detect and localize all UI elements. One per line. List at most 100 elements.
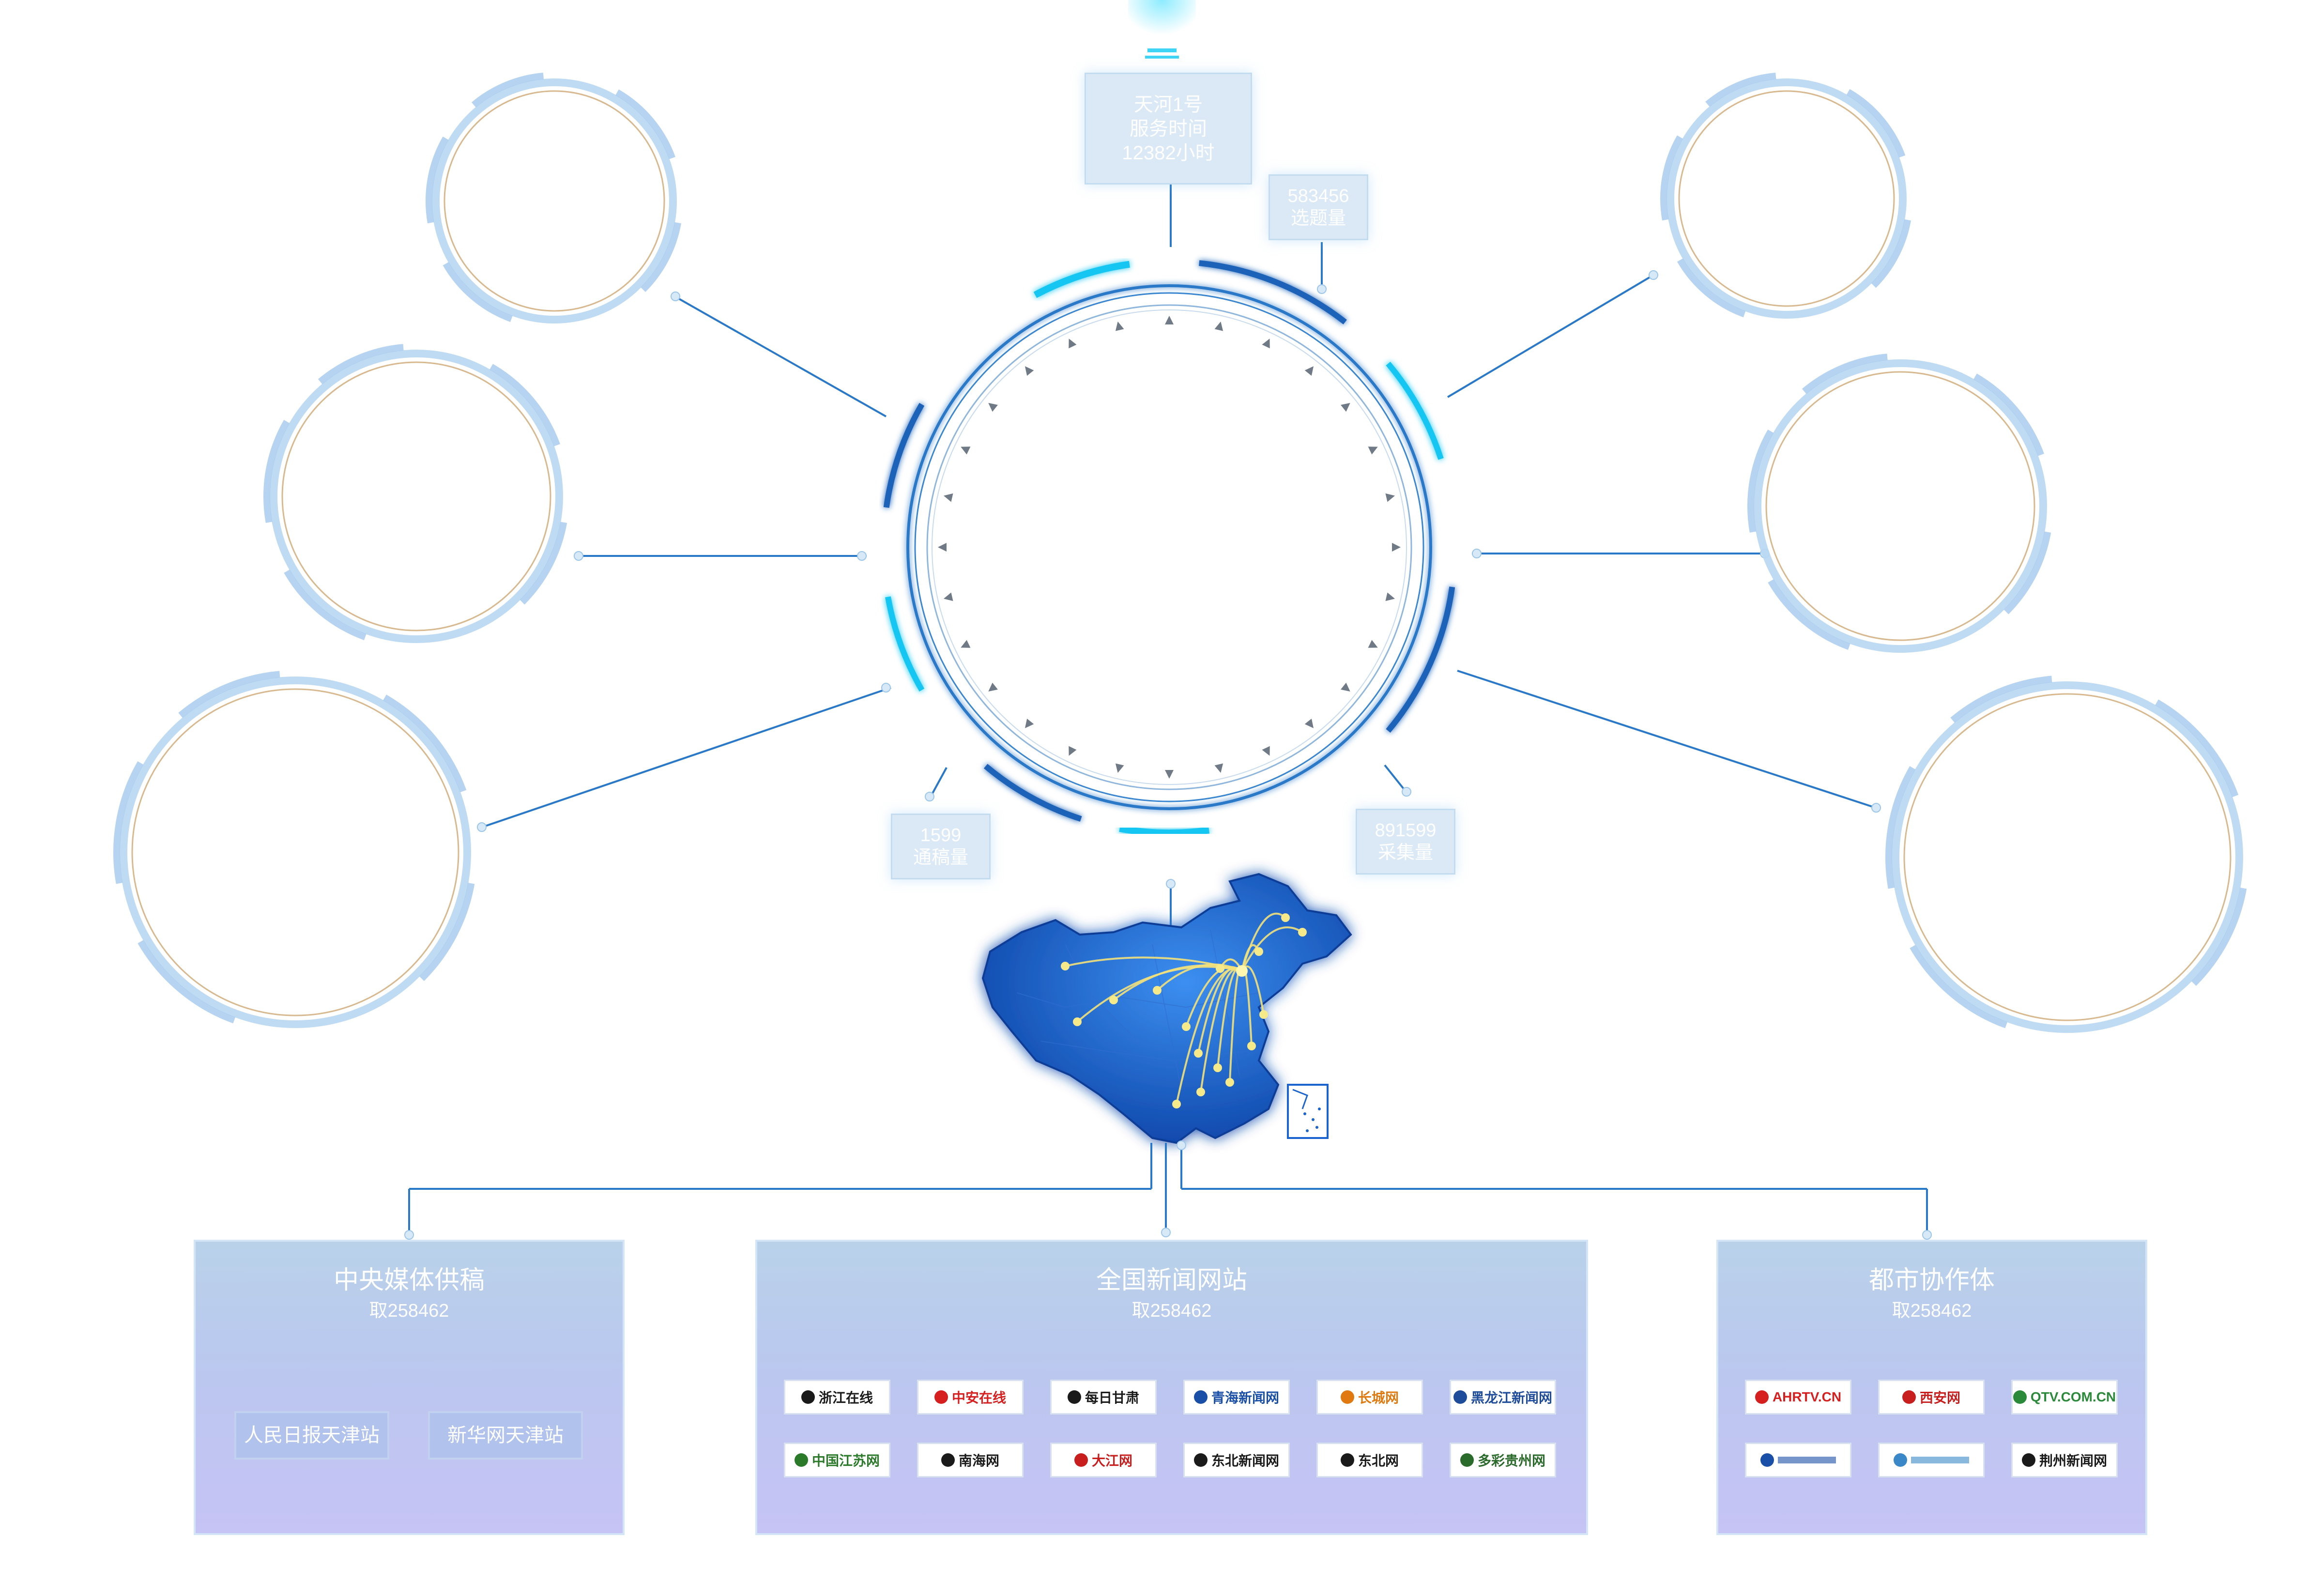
ring-tick <box>938 543 947 552</box>
metro-logo-5-icon <box>1894 1453 1907 1467</box>
national-logo-tile[interactable]: 东北网 <box>1316 1443 1423 1477</box>
circle-left-bottom[interactable] <box>113 671 475 1028</box>
ring-tick <box>943 592 953 601</box>
metro-logo-tile[interactable]: QTV.COM.CN <box>2011 1380 2118 1415</box>
anhuinews-logo-icon <box>934 1390 948 1404</box>
dbw-logo-icon <box>1340 1453 1354 1467</box>
ring-accent-arc <box>883 403 925 508</box>
metro-collab-title: 都市协作体 <box>1868 1266 1995 1294</box>
nen-logo-icon <box>1193 1453 1208 1467</box>
qtv-logo-icon <box>2013 1390 2027 1404</box>
ring-tick <box>1385 493 1395 502</box>
map-city-dot <box>1109 996 1118 1004</box>
ring-tick <box>961 640 971 648</box>
topic-count-box[interactable]: 583456 选题量 <box>1269 174 1368 240</box>
national-logo-tile[interactable]: 每日甘肃 <box>1050 1380 1157 1415</box>
map-city-dot <box>1254 947 1263 956</box>
connector-lines <box>479 182 1879 939</box>
map-hub-dot <box>1236 965 1248 977</box>
ring-accent-arc <box>1199 260 1347 324</box>
map-city-dot <box>1259 1010 1268 1019</box>
metro-logo-tile[interactable] <box>1745 1443 1851 1477</box>
hinews-logo-icon <box>941 1453 955 1467</box>
pass-count-box[interactable]: 1599 通稿量 <box>891 814 991 879</box>
ring-accent-arc <box>1033 261 1130 298</box>
connector-right-top <box>1447 273 1657 398</box>
national-logo-tile[interactable]: 青海新闻网 <box>1183 1380 1290 1415</box>
national-logo-tile[interactable]: 中安在线 <box>917 1380 1024 1415</box>
national-logo-tile[interactable]: 浙江在线 <box>784 1380 890 1415</box>
national-logo-tile[interactable]: 多彩贵州网 <box>1450 1443 1556 1477</box>
metro-logo-tile[interactable]: 荆州新闻网 <box>2011 1443 2118 1477</box>
national-news-title: 全国新闻网站 <box>1096 1266 1247 1294</box>
national-logo-tile[interactable]: 中国江苏网 <box>784 1443 890 1477</box>
collect-count-label: 采集量 <box>1377 843 1433 863</box>
logo-label: 中国江苏网 <box>811 1453 880 1468</box>
xiancn-logo-icon <box>1902 1390 1916 1404</box>
ring-tick <box>1214 763 1223 773</box>
central-media-title: 中央媒体供稿 <box>333 1266 485 1294</box>
connector-right-bottom <box>1457 670 1879 810</box>
national-logo-tile[interactable]: 南海网 <box>917 1443 1024 1477</box>
national-logo-tile[interactable]: 东北新闻网 <box>1183 1443 1290 1477</box>
circle-left-middle[interactable] <box>263 344 567 643</box>
map-route <box>1241 926 1303 971</box>
ring-tick <box>1304 719 1314 728</box>
hljnews-logo-icon <box>1453 1390 1467 1404</box>
logo-label: QTV.COM.CN <box>2030 1389 2116 1404</box>
ring-tick <box>1341 402 1350 412</box>
metro-logo-tile[interactable] <box>1878 1443 1985 1477</box>
circle-right-middle[interactable] <box>1747 354 2051 653</box>
map-city-dot <box>1153 986 1162 995</box>
ring-tick <box>1368 640 1378 648</box>
map-city-dot <box>1061 962 1070 970</box>
map-city-dot <box>1182 1022 1191 1031</box>
map-city-dot <box>1196 1088 1205 1096</box>
map-city-dot <box>1073 1017 1082 1026</box>
ring-tick <box>1262 746 1270 756</box>
logo-label: 黑龙江新闻网 <box>1470 1390 1552 1405</box>
ring-tick <box>988 682 998 692</box>
jschina-logo-icon <box>794 1453 808 1467</box>
tianhe-service-box[interactable]: 天河1号 服务时间 12382小时 <box>1085 73 1252 185</box>
map-city-dot <box>1216 964 1224 973</box>
ring-accent-arcs <box>883 260 1455 836</box>
gog-logo-icon <box>1460 1453 1474 1467</box>
top-glow-beam <box>1128 0 1196 59</box>
collect-count-value: 891599 <box>1375 820 1437 841</box>
circle-right-top[interactable] <box>1660 73 1911 319</box>
map-city-dot <box>1213 1063 1222 1072</box>
tianhe-title: 天河1号 <box>1133 93 1203 115</box>
ring-tick <box>1069 338 1077 349</box>
logo-label: 西安网 <box>1919 1390 1960 1405</box>
national-logo-tile[interactable]: 长城网 <box>1316 1380 1423 1415</box>
connector-left-top <box>673 294 887 417</box>
qhnews-logo-icon <box>1193 1390 1208 1404</box>
metro-logo-tile[interactable]: AHRTV.CN <box>1745 1380 1851 1415</box>
metro-logo-4-icon <box>1760 1453 1774 1467</box>
ring-accent-arc <box>1119 825 1210 836</box>
ring-tick <box>943 493 953 502</box>
national-logo-tile[interactable]: 黑龙江新闻网 <box>1450 1380 1556 1415</box>
national-logo-tile[interactable]: 大江网 <box>1050 1443 1157 1477</box>
collect-count-box[interactable]: 891599 采集量 <box>1356 809 1455 875</box>
ring-tick <box>961 446 971 455</box>
metro-logo-tile[interactable]: 西安网 <box>1878 1380 1985 1415</box>
connector-pass-stat <box>931 767 948 795</box>
circle-right-bottom[interactable] <box>1885 676 2247 1033</box>
ring-tick <box>1024 366 1034 376</box>
gansu-logo-icon <box>1067 1390 1081 1404</box>
circle-left-top[interactable] <box>426 73 681 323</box>
hebei-logo-icon <box>1340 1390 1354 1404</box>
logo-graphic <box>1778 1457 1836 1463</box>
connector-collect-stat <box>1384 764 1405 790</box>
xinhua-tianjin-button[interactable]: 新华网天津站 <box>428 1411 583 1460</box>
people-daily-tianjin-button[interactable]: 人民日报天津站 <box>234 1411 389 1460</box>
ring-accent-arc <box>885 596 925 692</box>
map-route-lines <box>1061 912 1307 1108</box>
national-news-panel: 全国新闻网站 取258462 浙江在线中安在线每日甘肃青海新闻网长城网黑龙江新闻… <box>755 1240 1588 1535</box>
logo-graphic <box>1911 1457 1969 1463</box>
map-city-dot <box>1298 928 1307 937</box>
